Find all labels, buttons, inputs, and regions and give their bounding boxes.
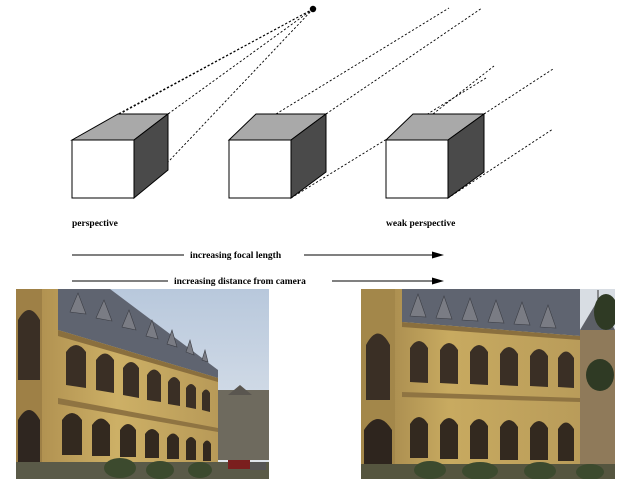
cube-perspective [70,112,170,200]
label-distance: increasing distance from camera [174,277,306,287]
label-perspective: perspective [72,219,118,229]
arrow-focal-length [72,251,444,259]
cube-middle [227,113,328,199]
photo-perspective [16,289,269,479]
cube-weak-perspective [384,113,486,199]
label-weak-perspective: weak perspective [386,219,455,229]
label-focal-length: increasing focal length [190,251,282,261]
photo-weak-perspective [361,289,615,479]
weak-perspective-rays [432,65,554,199]
arrow-distance [72,277,444,285]
